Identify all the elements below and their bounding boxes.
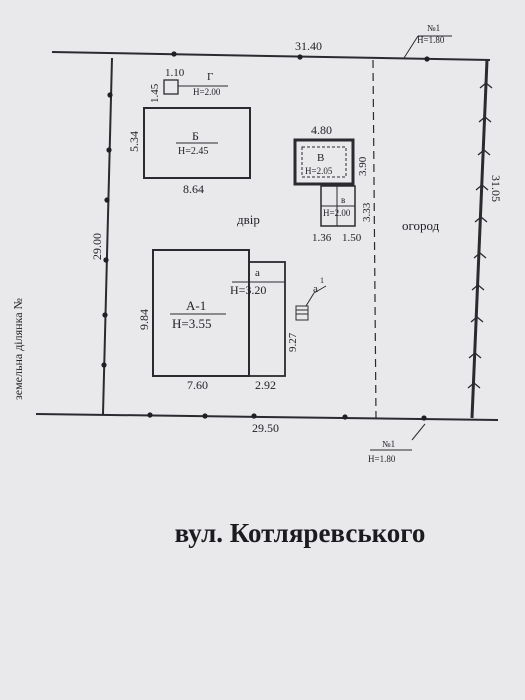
fence-ticks (467, 82, 493, 389)
svg-text:H=2.05: H=2.05 (305, 166, 333, 176)
svg-text:3.33: 3.33 (361, 202, 373, 222)
point-top-h: H=1.80 (417, 35, 445, 45)
point-bottom-num: №1 (382, 439, 395, 449)
point-bottom-h: H=1.80 (368, 454, 396, 464)
garden-label: огород (402, 218, 440, 233)
bottom-length: 29.50 (252, 421, 279, 435)
svg-text:7.60: 7.60 (187, 378, 208, 392)
street-name: вул. Котляревського (174, 518, 426, 548)
point-bottom-leader (411, 423, 426, 441)
side-label: земельна ділянка № (11, 298, 25, 400)
boundary-dots (101, 51, 430, 421)
svg-text:5.34: 5.34 (127, 131, 141, 152)
garden-divider (372, 59, 377, 419)
svg-text:3.90: 3.90 (357, 156, 369, 176)
annex-a (248, 261, 286, 377)
building-v (293, 138, 355, 186)
svg-text:H=3.20: H=3.20 (230, 283, 266, 297)
porch-a-prime-letter: а (313, 283, 318, 295)
building-v-letter: В (317, 152, 324, 164)
svg-text:2.92: 2.92 (255, 378, 276, 392)
svg-text:9.84: 9.84 (137, 309, 151, 330)
boundary-top-line (51, 51, 491, 61)
building-a1 (152, 249, 250, 377)
svg-text:H=3.55: H=3.55 (172, 316, 211, 331)
svg-text:9.27: 9.27 (287, 332, 299, 352)
svg-text:1: 1 (320, 276, 324, 285)
building-g (163, 79, 179, 95)
boundary-bottom-line (35, 413, 499, 421)
boundary-left-line (102, 57, 113, 415)
annex-a-letter: а (255, 267, 260, 279)
plot-boundary (35, 35, 499, 451)
point-top-leader (403, 35, 419, 59)
building-b (143, 107, 251, 179)
svg-text:H=2.00: H=2.00 (323, 208, 351, 218)
yard-label: двір (237, 212, 260, 227)
left-length: 29.00 (90, 233, 104, 260)
svg-text:1.45: 1.45 (149, 83, 161, 103)
building-v-small-letter: в (341, 195, 345, 205)
svg-text:H=2.45: H=2.45 (178, 146, 208, 157)
right-length: 31.05 (489, 175, 503, 202)
svg-text:8.64: 8.64 (183, 182, 204, 196)
building-g-letter: Г (207, 71, 213, 83)
boundary-right-line (470, 59, 489, 419)
porch-a-prime (295, 305, 309, 321)
building-a1-letter: А-1 (186, 298, 206, 313)
point-top-num: №1 (427, 23, 440, 33)
svg-text:1.10: 1.10 (165, 67, 185, 79)
svg-text:1.50: 1.50 (342, 232, 362, 244)
svg-text:4.80: 4.80 (311, 123, 332, 137)
building-b-letter: Б (192, 129, 199, 143)
svg-text:1.36: 1.36 (312, 232, 332, 244)
svg-text:H=2.00: H=2.00 (193, 87, 221, 97)
top-length: 31.40 (295, 39, 322, 53)
